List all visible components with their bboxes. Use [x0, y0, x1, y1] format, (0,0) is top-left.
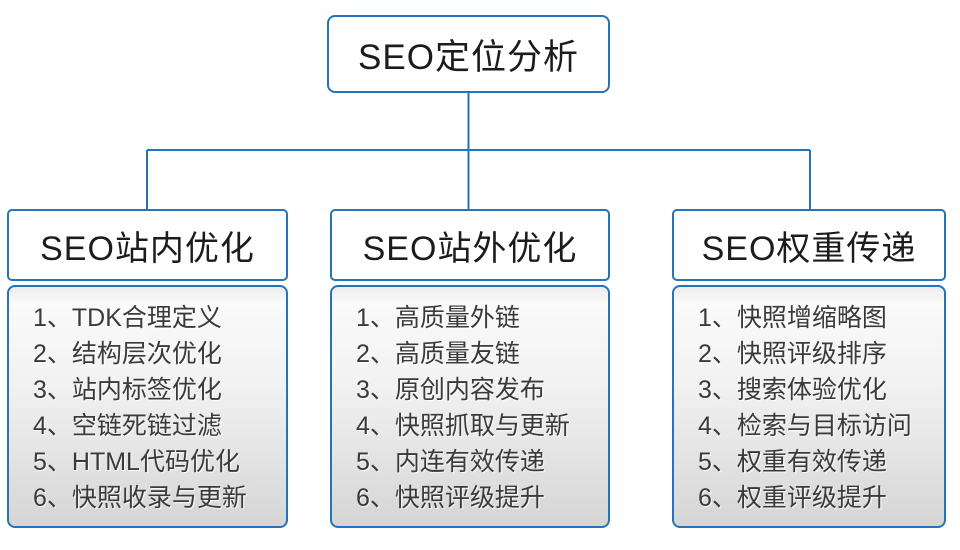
list-item: 2、快照评级排序	[698, 340, 887, 368]
branch-title: SEO权重传递	[701, 229, 917, 268]
list-item: 1、高质量外链	[356, 304, 520, 332]
branch-item-list: 1、高质量外链 2、高质量友链 3、原创内容发布 4、快照抓取与更新 5、内连有…	[356, 300, 608, 516]
list-item: 6、快照评级提升	[356, 484, 545, 512]
list-item: 4、检索与目标访问	[698, 412, 912, 440]
list-item: 6、权重评级提升	[698, 484, 887, 512]
list-item: 5、内连有效传递	[356, 448, 545, 476]
branch-item-list: 1、TDK合理定义 2、结构层次优化 3、站内标签优化 4、空链死链过滤 5、H…	[33, 300, 286, 516]
list-item: 3、站内标签优化	[33, 376, 222, 404]
list-item: 2、结构层次优化	[33, 340, 222, 368]
list-item: 1、TDK合理定义	[33, 304, 222, 332]
list-item: 5、权重有效传递	[698, 448, 887, 476]
list-item: 3、搜索体验优化	[698, 376, 887, 404]
branch-list-offsite-optimization: 1、高质量外链 2、高质量友链 3、原创内容发布 4、快照抓取与更新 5、内连有…	[330, 285, 610, 528]
list-item: 4、快照抓取与更新	[356, 412, 570, 440]
branch-title: SEO站外优化	[362, 229, 578, 268]
branch-list-weight-transfer: 1、快照增缩略图 2、快照评级排序 3、搜索体验优化 4、检索与目标访问 5、权…	[672, 285, 946, 528]
list-item: 1、快照增缩略图	[698, 304, 887, 332]
root-node-seo-positioning: SEO定位分析	[327, 15, 610, 93]
branch-title: SEO站内优化	[40, 229, 255, 268]
list-item: 6、快照收录与更新	[33, 484, 247, 512]
list-item: 3、原创内容发布	[356, 376, 545, 404]
list-item: 2、高质量友链	[356, 340, 520, 368]
branch-list-onsite-optimization: 1、TDK合理定义 2、结构层次优化 3、站内标签优化 4、空链死链过滤 5、H…	[7, 285, 288, 528]
list-item: 5、HTML代码优化	[33, 448, 240, 476]
branch-item-list: 1、快照增缩略图 2、快照评级排序 3、搜索体验优化 4、检索与目标访问 5、权…	[698, 300, 944, 516]
branch-header-weight-transfer: SEO权重传递	[672, 209, 946, 281]
branch-header-offsite-optimization: SEO站外优化	[330, 209, 610, 281]
root-node-title: SEO定位分析	[358, 37, 579, 77]
list-item: 4、空链死链过滤	[33, 412, 222, 440]
branch-header-onsite-optimization: SEO站内优化	[7, 209, 288, 281]
